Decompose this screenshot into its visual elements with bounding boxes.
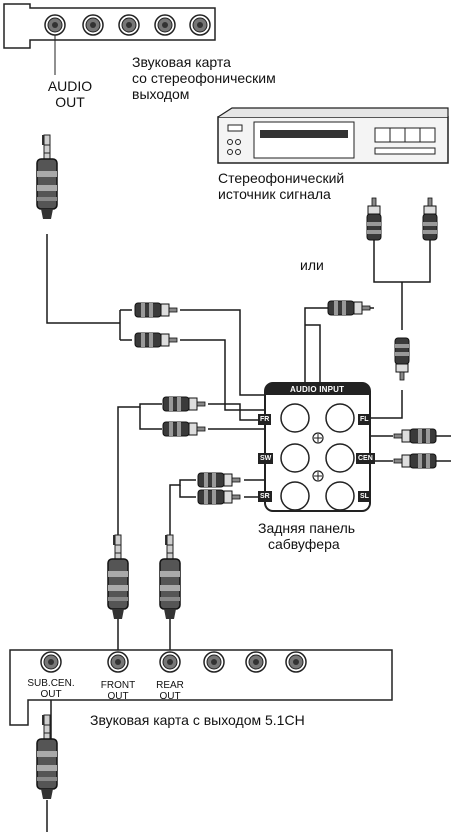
subwoofer-caption-line1: Задняя панель xyxy=(258,520,356,536)
rear-mini-plug xyxy=(159,534,181,620)
sub-cen-out-line1: SUB.CEN. xyxy=(27,678,75,689)
front-out-line1: FRONT xyxy=(100,680,136,691)
sub-cen-out-line2: OUT xyxy=(40,689,62,700)
rear-out-jack xyxy=(159,651,181,673)
top-card-caption: Звуковая карта со стереофоническим выход… xyxy=(132,54,276,102)
top-card-caption-line3: выходом xyxy=(132,86,190,102)
subwoofer-panel xyxy=(264,382,371,512)
bottom-jack-6 xyxy=(285,651,307,673)
sub-cen-out-label: SUB.CEN. OUT xyxy=(22,678,80,700)
audio-out-line1: AUDIO xyxy=(47,78,93,94)
sr-tag: SR xyxy=(258,491,272,502)
fr-tag: FR xyxy=(258,414,272,425)
rear-out-line2: OUT xyxy=(159,691,181,702)
stereo-source-caption-line2: источник сигнала xyxy=(218,186,331,202)
stereo-source-caption-line1: Стереофонический xyxy=(218,170,345,186)
bottom-sound-card xyxy=(9,649,393,726)
front-out-jack xyxy=(107,651,129,673)
front-out-line2: OUT xyxy=(107,691,129,702)
bottom-mini-plug xyxy=(36,714,58,800)
bottom-jack-4 xyxy=(203,651,225,673)
top-jack-2 xyxy=(82,14,104,36)
stereo-source-device xyxy=(217,107,449,164)
cables xyxy=(46,234,451,832)
top-card-caption-line2: со стереофоническим xyxy=(132,70,276,86)
front-out-label: FRONT OUT xyxy=(92,680,144,702)
or-label: или xyxy=(300,257,324,273)
top-audio-out-jack xyxy=(44,14,66,36)
audio-out-label: AUDIO OUT xyxy=(40,78,100,110)
top-jack-4 xyxy=(154,14,176,36)
sl-tag: SL xyxy=(358,491,371,502)
bottom-card-caption: Звуковая карта с выходом 5.1CH xyxy=(90,712,305,728)
sw-tag: SW xyxy=(258,453,274,464)
audio-out-line2: OUT xyxy=(55,94,85,110)
subwoofer-caption-line2: сабвуфера xyxy=(268,536,340,552)
sub-cen-out-jack xyxy=(40,651,62,673)
top-sound-card xyxy=(3,3,216,75)
top-jack-5 xyxy=(189,14,211,36)
top-jack-3 xyxy=(118,14,140,36)
audio-input-title: AUDIO INPUT xyxy=(290,385,345,394)
rear-out-label: REAR OUT xyxy=(148,680,192,702)
fl-tag: FL xyxy=(358,414,371,425)
top-card-caption-line1: Звуковая карта xyxy=(132,54,231,70)
front-mini-plug xyxy=(107,534,129,620)
top-mini-plug xyxy=(36,134,58,220)
cen-tag: CEN xyxy=(356,453,375,464)
subwoofer-caption: Задняя панель сабвуфера xyxy=(258,520,355,552)
stereo-source-caption: Стереофонический источник сигнала xyxy=(218,170,344,202)
bottom-jack-5 xyxy=(245,651,267,673)
rear-out-line1: REAR xyxy=(156,680,184,691)
